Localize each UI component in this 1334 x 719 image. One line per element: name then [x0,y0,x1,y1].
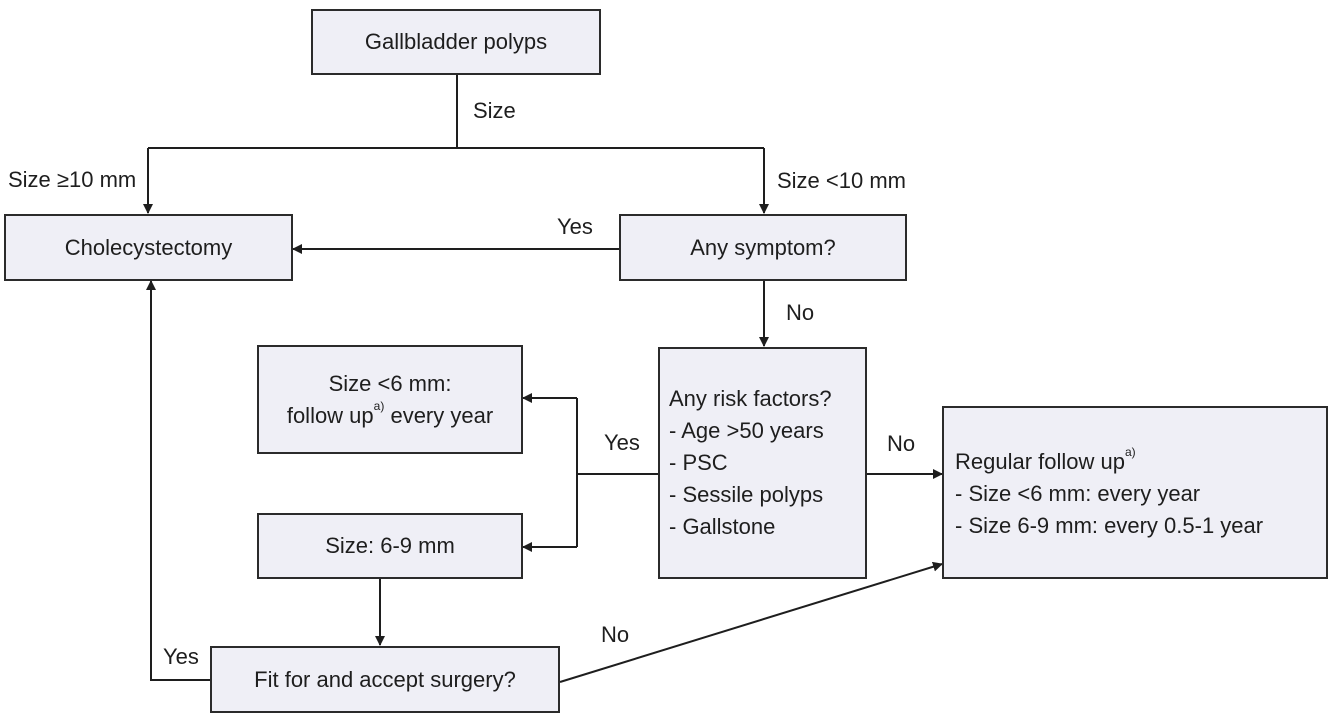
node-regular-item: - Size <6 mm: every year [955,480,1201,506]
edge-label-surgery-no: No [601,622,630,647]
edge-label-symptom-yes: Yes [557,214,593,239]
node-risk-item: - Age >50 years [669,418,824,444]
node-risk-item: - PSC [669,450,728,476]
node-any-symptom: Any symptom? [619,214,907,281]
node-fit-for-surgery: Fit for and accept surgery? [210,646,560,713]
node-any-symptom-label: Any symptom? [690,234,836,260]
edge-label-surgery-yes: Yes [163,644,199,669]
node-risk-item: - Sessile polyps [669,481,824,507]
edge-label-size-lt10: Size <10 mm [777,168,906,193]
node-size-under-6-line2: follow upa) every year [286,398,494,428]
node-size-6-9-label: Size: 6-9 mm [325,533,455,559]
edge-label-risk-yes: Yes [604,430,640,455]
edge-label-size-ge10: Size ≥10 mm [8,167,137,192]
node-cholecystectomy: Cholecystectomy [4,214,293,281]
edge-label-size: Size [473,98,516,123]
edge-label-symptom-no: No [786,300,815,325]
node-regular-title: Regular follow upa) [955,445,1136,474]
node-risk-item: - Gallstone [669,513,776,539]
node-any-risk-factors: Any risk factors? - Age >50 years - PSC … [658,347,867,579]
edge-surgery-yes [146,280,210,681]
node-size-6-9: Size: 6-9 mm [257,513,523,579]
node-size-under-6: Size <6 mm: follow upa) every year [257,345,523,454]
node-gallbladder-polyps-label: Gallbladder polyps [364,29,548,55]
edge-label-risk-no: No [887,431,916,456]
node-cholecystectomy-label: Cholecystectomy [64,234,233,260]
node-fit-for-surgery-label: Fit for and accept surgery? [254,666,516,692]
node-regular-follow-up: Regular follow upa) - Size <6 mm: every … [942,406,1328,579]
node-risk-title: Any risk factors? [669,386,832,412]
edge-surgery-no [559,561,943,683]
node-gallbladder-polyps: Gallbladder polyps [311,9,601,75]
node-size-under-6-line1: Size <6 mm: [328,370,452,396]
node-regular-item: - Size 6-9 mm: every 0.5-1 year [955,512,1264,538]
